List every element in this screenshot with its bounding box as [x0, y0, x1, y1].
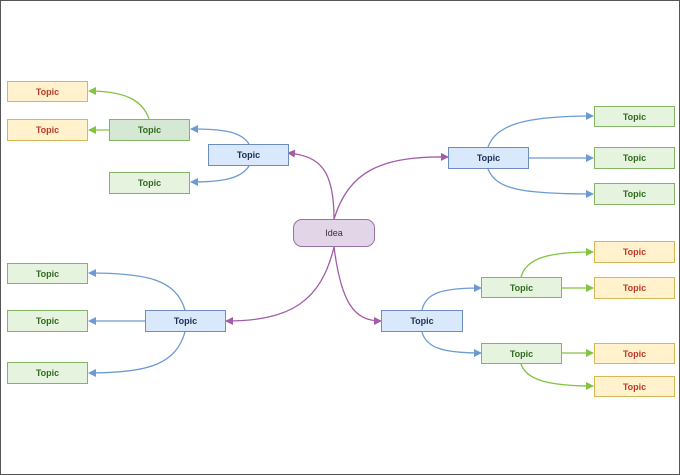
topic-tl-second[interactable]: Topic	[109, 172, 190, 194]
edge-tr-to-1	[487, 112, 594, 148]
topic-bl-2[interactable]: Topic	[7, 310, 88, 332]
topic-tr-2-label: Topic	[622, 153, 647, 163]
root-idea-label: Idea	[325, 228, 343, 238]
topic-bl-3[interactable]: Topic	[7, 362, 88, 384]
branch-bottom-left-label: Topic	[173, 316, 198, 326]
topic-br-leaf-1-label: Topic	[622, 247, 647, 257]
branch-top-left[interactable]: Topic	[208, 144, 289, 166]
edge-root-to-top-right	[333, 152, 449, 220]
topic-bl-2-label: Topic	[35, 316, 60, 326]
branch-top-right[interactable]: Topic	[448, 147, 529, 169]
topic-br-leaf-3-label: Topic	[622, 348, 647, 359]
topic-br-mid-2[interactable]: Topic	[481, 343, 562, 364]
branch-top-left-label: Topic	[236, 150, 261, 160]
edge-br-to-mid-1	[421, 284, 482, 311]
topic-tl-leaf-1[interactable]: Topic	[7, 81, 88, 102]
topic-br-leaf-2-label: Topic	[622, 283, 647, 293]
topic-br-leaf-4[interactable]: Topic	[594, 376, 675, 397]
topic-tl-leaf-2[interactable]: Topic	[7, 119, 88, 141]
topic-tl-leaf-2-label: Topic	[35, 125, 60, 135]
topic-br-leaf-1[interactable]: Topic	[594, 241, 675, 263]
topic-tl-leaf-1-label: Topic	[35, 86, 60, 97]
topic-br-leaf-4-label: Topic	[622, 381, 647, 392]
edge-root-to-bottom-left	[225, 246, 335, 325]
topic-br-mid-1-label: Topic	[509, 282, 534, 293]
root-idea-node[interactable]: Idea	[293, 219, 375, 247]
topic-br-leaf-2[interactable]: Topic	[594, 277, 675, 299]
edge-bl-to-1	[88, 269, 186, 311]
topic-tr-1-label: Topic	[622, 111, 647, 122]
branch-top-right-label: Topic	[476, 153, 501, 163]
topic-tl-second-label: Topic	[137, 178, 162, 188]
topic-bl-3-label: Topic	[35, 368, 60, 378]
edge-root-to-top-left	[287, 149, 335, 220]
edge-tl-to-second	[190, 165, 250, 186]
topic-br-mid-2-label: Topic	[509, 348, 534, 359]
edge-br-mid1-to-leaf-1	[520, 248, 594, 278]
branch-bottom-right-label: Topic	[410, 316, 434, 326]
edge-root-to-bottom-right	[333, 246, 382, 325]
topic-tr-2[interactable]: Topic	[594, 147, 675, 169]
topic-tr-3[interactable]: Topic	[594, 183, 675, 205]
edge-tr-to-3	[487, 168, 594, 198]
topic-tr-1[interactable]: Topic	[594, 106, 675, 127]
topic-br-leaf-3[interactable]: Topic	[594, 343, 675, 364]
topic-tr-3-label: Topic	[622, 189, 647, 199]
topic-bl-1-label: Topic	[35, 268, 60, 279]
topic-tl-main[interactable]: Topic	[109, 119, 190, 141]
branch-bottom-right[interactable]: Topic	[381, 310, 463, 332]
edge-bl-to-3	[88, 331, 186, 377]
topic-tl-main-label: Topic	[137, 125, 162, 135]
edge-tl-main-to-leaf-1	[88, 87, 150, 120]
topic-br-mid-1[interactable]: Topic	[481, 277, 562, 298]
topic-bl-1[interactable]: Topic	[7, 263, 88, 284]
branch-bottom-left[interactable]: Topic	[145, 310, 226, 332]
edge-br-to-mid-2	[421, 331, 482, 357]
edge-br-mid2-to-leaf-4	[520, 363, 594, 390]
edge-tl-to-main	[190, 125, 250, 145]
